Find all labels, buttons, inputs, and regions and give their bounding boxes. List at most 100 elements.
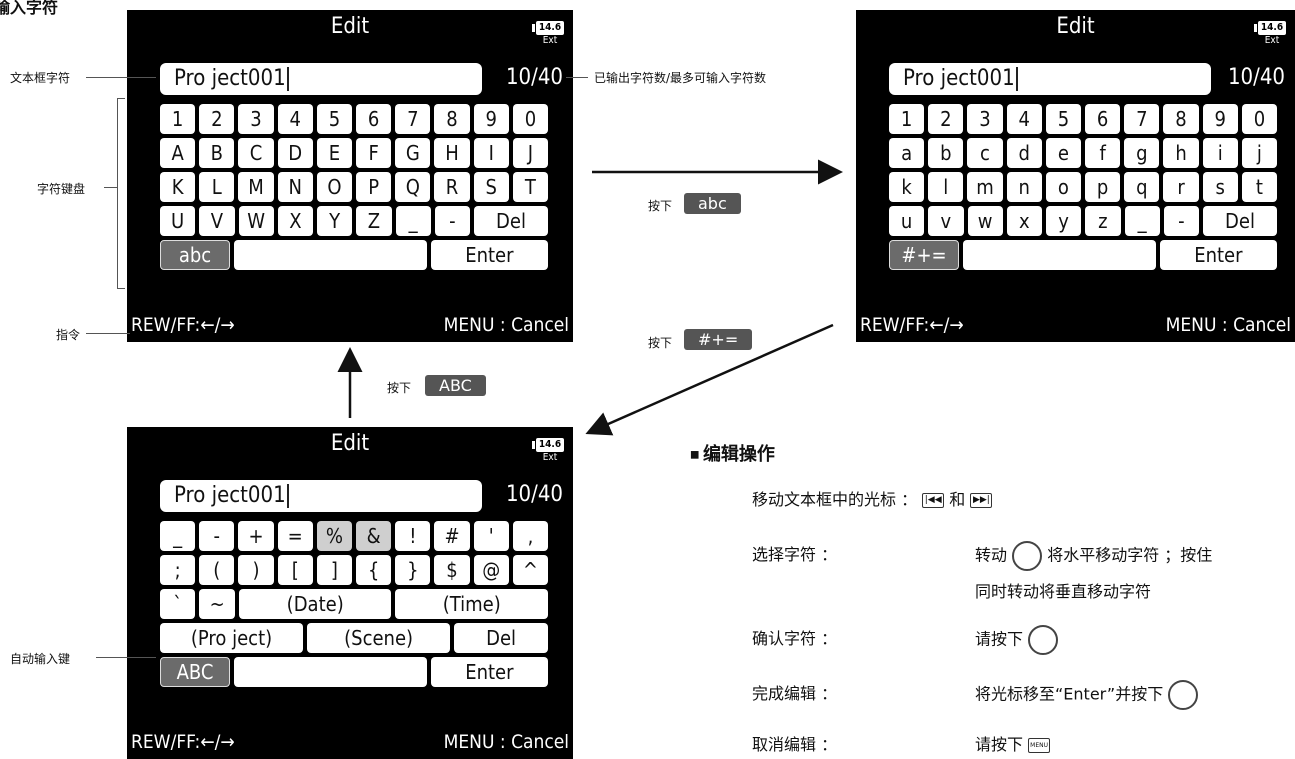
key-char[interactable]: P — [356, 172, 392, 202]
key-char[interactable]: ` — [160, 589, 196, 619]
key-char[interactable]: & — [356, 521, 392, 551]
key-char[interactable]: % — [316, 521, 353, 551]
key-char[interactable]: = — [277, 521, 313, 551]
key-char[interactable]: - — [434, 206, 470, 236]
key-char[interactable]: , — [512, 521, 549, 551]
key-char[interactable]: 8 — [1163, 104, 1199, 134]
key-char[interactable]: 3 — [967, 104, 1003, 134]
key-char[interactable]: F — [356, 138, 392, 168]
key-char[interactable]: 9 — [1202, 104, 1238, 134]
key-char[interactable]: e — [1045, 138, 1082, 168]
key-char[interactable]: g — [1124, 138, 1160, 168]
space-key[interactable] — [234, 657, 427, 687]
key-char[interactable]: B — [199, 138, 235, 168]
key-char[interactable]: 6 — [1085, 104, 1121, 134]
key-char[interactable]: k — [889, 172, 925, 202]
key-char[interactable]: l — [928, 172, 964, 202]
key-delete[interactable]: Del — [474, 206, 549, 236]
key-char[interactable]: 2 — [199, 104, 235, 134]
key-char[interactable]: q — [1124, 172, 1160, 202]
key-delete[interactable]: Del — [454, 623, 548, 653]
key-char[interactable]: v — [928, 206, 964, 236]
key-char[interactable]: h — [1163, 138, 1199, 168]
key-char[interactable]: ] — [316, 555, 353, 585]
key-char[interactable]: } — [395, 555, 431, 585]
key-char[interactable]: O — [316, 172, 353, 202]
key-char[interactable]: G — [395, 138, 431, 168]
key-char[interactable]: 1 — [160, 104, 196, 134]
key-char[interactable]: E — [316, 138, 353, 168]
text-input-field[interactable]: Pro ject001 — [160, 480, 482, 512]
key-char[interactable]: N — [277, 172, 313, 202]
key-char[interactable]: o — [1045, 172, 1082, 202]
key-char[interactable]: + — [238, 521, 274, 551]
key-char[interactable]: 8 — [434, 104, 470, 134]
text-input-field[interactable]: Pro ject001 — [889, 63, 1211, 95]
key-char[interactable]: j — [1241, 138, 1278, 168]
key-char[interactable]: Q — [395, 172, 431, 202]
key-char[interactable]: n — [1006, 172, 1042, 202]
key-char[interactable]: ' — [473, 521, 509, 551]
space-key[interactable] — [234, 240, 427, 270]
key-char[interactable]: U — [160, 206, 196, 236]
key-char[interactable]: _ — [395, 206, 431, 236]
key-char[interactable]: (Time) — [395, 589, 548, 619]
key-char[interactable]: x — [1006, 206, 1042, 236]
key-char[interactable]: _ — [1124, 206, 1160, 236]
key-char[interactable]: 9 — [473, 104, 509, 134]
key-char[interactable]: $ — [434, 555, 470, 585]
key-char[interactable]: [ — [277, 555, 313, 585]
key-char[interactable]: 0 — [1241, 104, 1278, 134]
text-input-field[interactable]: Pro ject001 — [160, 63, 482, 95]
key-char[interactable]: R — [434, 172, 470, 202]
key-char[interactable]: 4 — [277, 104, 313, 134]
key-char[interactable]: ; — [160, 555, 196, 585]
key-delete[interactable]: Del — [1203, 206, 1278, 236]
key-char[interactable]: (Scene) — [307, 623, 451, 653]
key-char[interactable]: ~ — [199, 589, 235, 619]
key-char[interactable]: 5 — [1045, 104, 1082, 134]
key-char[interactable]: ^ — [512, 555, 549, 585]
key-char[interactable]: J — [512, 138, 549, 168]
key-char[interactable]: X — [277, 206, 313, 236]
key-char[interactable]: # — [434, 521, 470, 551]
enter-key[interactable]: Enter — [430, 657, 548, 687]
key-char[interactable]: m — [967, 172, 1003, 202]
key-char[interactable]: 7 — [395, 104, 431, 134]
enter-key[interactable]: Enter — [1159, 240, 1277, 270]
key-char[interactable]: Z — [356, 206, 392, 236]
key-char[interactable]: a — [889, 138, 925, 168]
key-char[interactable]: H — [434, 138, 470, 168]
key-char[interactable]: K — [160, 172, 196, 202]
enter-key[interactable]: Enter — [430, 240, 548, 270]
key-char[interactable]: S — [473, 172, 509, 202]
key-char[interactable]: { — [356, 555, 392, 585]
key-char[interactable]: ( — [199, 555, 235, 585]
key-char[interactable]: w — [967, 206, 1003, 236]
mode-switch-key[interactable]: abc — [160, 240, 230, 270]
mode-switch-key[interactable]: #+= — [889, 240, 959, 270]
key-char[interactable]: L — [199, 172, 235, 202]
key-char[interactable]: s — [1202, 172, 1238, 202]
key-char[interactable]: V — [199, 206, 235, 236]
key-char[interactable]: 6 — [356, 104, 392, 134]
key-char[interactable]: - — [1163, 206, 1199, 236]
key-char[interactable]: 1 — [889, 104, 925, 134]
key-char[interactable]: ! — [395, 521, 431, 551]
key-char[interactable]: - — [199, 521, 235, 551]
key-char[interactable]: z — [1085, 206, 1121, 236]
key-char[interactable]: f — [1085, 138, 1121, 168]
key-char[interactable]: (Pro ject) — [160, 623, 304, 653]
key-char[interactable]: I — [473, 138, 509, 168]
key-char[interactable]: i — [1202, 138, 1238, 168]
key-char[interactable]: _ — [160, 521, 196, 551]
key-char[interactable]: A — [160, 138, 196, 168]
key-char[interactable]: M — [238, 172, 274, 202]
key-char[interactable]: W — [238, 206, 274, 236]
key-char[interactable]: D — [277, 138, 313, 168]
key-char[interactable]: r — [1163, 172, 1199, 202]
key-char[interactable]: 2 — [928, 104, 964, 134]
key-char[interactable]: Y — [317, 206, 353, 236]
key-char[interactable]: 0 — [512, 104, 549, 134]
mode-switch-key[interactable]: ABC — [160, 657, 230, 687]
